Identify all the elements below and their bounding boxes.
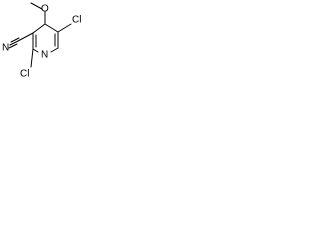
oxygen-label: O (41, 4, 49, 15)
nitrile-bond-3 (10, 37, 20, 43)
nitrile-bond-1 (17, 32, 34, 42)
nitrile-bond-4 (8, 43, 18, 49)
ring-nitrogen-label: N (41, 50, 48, 61)
ring-bond-n1-c2 (32, 48, 39, 53)
nitrile-nitrogen-label: N (2, 43, 9, 54)
chloro-right-label: Cl (72, 15, 81, 26)
methyl-bond-1 (30, 2, 43, 10)
ring-bond-c6-n1 (50, 47, 59, 53)
ring-bond-c3-c4 (32, 23, 46, 34)
chemical-structure-diagram: O N N Cl Cl (2, 2, 81, 80)
nitrile-bond-2 (9, 40, 19, 46)
chloro-bottom-bond (30, 48, 34, 68)
ring-bond-c4-c5 (44, 23, 59, 33)
chloro-bottom-label: Cl (20, 69, 29, 80)
chloro-right-bond (57, 23, 72, 33)
